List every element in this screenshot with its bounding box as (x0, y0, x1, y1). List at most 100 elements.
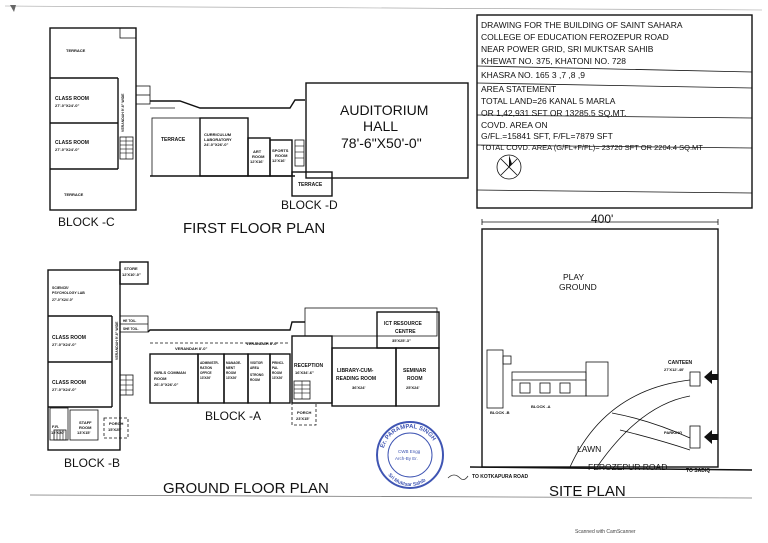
terrace-corner (119, 27, 137, 39)
site-plan: 400' PLAY GROUND BLOCK -B BLOCK -A CANTE… (469, 212, 753, 500)
ict-size: 35'X25'-3" (392, 338, 411, 343)
principal-size: 13'X26' (272, 376, 283, 380)
reception-size: 16'X34'-6" (295, 370, 314, 375)
sports-room (269, 139, 293, 177)
total-land: TOTAL LAND=26 KANAL 5 MARLA (481, 96, 616, 106)
seal-center-2: Arch-By Er. (395, 456, 418, 461)
store-label: STORE (124, 266, 138, 271)
svg-text:Sri Muktsar Sahib: Sri Muktsar Sahib (387, 472, 427, 488)
management-label-1: MANAGE- (226, 361, 241, 365)
canteen-arrow-icon (704, 370, 718, 384)
ground-floor-title: GROUND FLOOR PLAN (163, 480, 329, 497)
class-room-2-label: CLASS ROOM (55, 140, 89, 146)
signature (447, 474, 469, 480)
fr-size: 12'X20' (51, 430, 65, 435)
block-a-label: BLOCK -A (205, 409, 261, 423)
ict-label-1: ICT RESOURCE (384, 321, 422, 327)
site-boundary (481, 228, 719, 468)
admin-label-3: OFFICE (200, 371, 212, 375)
curriculum-size: 24'-0"X26'-0" (204, 142, 228, 147)
she-toilet-label: SHE TOIL. (123, 327, 139, 331)
curriculum-label-1: CURRICULUM (204, 132, 232, 137)
science-lab-label-2: PSYCHOLOGY LAB (52, 291, 85, 295)
class-room-2-size: 27'-0"X24'-0" (55, 147, 79, 152)
canteen-size: 27'X12'-40' (664, 367, 684, 372)
seminar-size: 25'X24' (406, 385, 420, 390)
staff-room (69, 409, 99, 441)
porch-a (291, 402, 317, 426)
block-b-outline (47, 269, 121, 451)
gf-class-room-1: CLASS ROOM (52, 335, 86, 341)
ict-outer (304, 307, 438, 337)
porch-b-size: 15'X25' (108, 427, 122, 432)
staircase-fr (53, 429, 67, 441)
girls-common-label: GIRLS COMMAN (154, 370, 186, 375)
terrace-bottom-label: TERRACE (64, 192, 84, 197)
porch-b (103, 417, 129, 439)
staff-label-2: ROOM (79, 425, 92, 430)
art-room-size: 12'X16' (250, 159, 264, 164)
auditorium-size: 78'-6"X50'-0" (341, 135, 422, 151)
management-label-2: MENT (226, 366, 235, 370)
site-plan-title: SITE PLAN (549, 483, 626, 500)
title-line-2: COLLEGE OF EDUCATION FEROZEPUR ROAD (481, 32, 669, 42)
class-room-1-size: 27'-0"X24'-0" (55, 103, 79, 108)
admin-label-1: ADMINISTR- (200, 361, 219, 365)
first-floor-title: FIRST FLOOR PLAN (183, 220, 325, 237)
management-size: 13'X26' (226, 376, 237, 380)
site-block-b: BLOCK -B (490, 410, 510, 415)
north-compass-icon (496, 154, 522, 180)
principal-label-2: PAL (272, 366, 278, 370)
parking-block (689, 425, 701, 449)
visitor-label-1: VISITOR (250, 361, 263, 365)
corridor-top-wall (150, 99, 305, 109)
seminar-room (395, 347, 440, 407)
principal-label-3: ROOM (272, 371, 282, 375)
verandah-c-label: VERANDAH 9'-6" WIDE (121, 93, 125, 132)
art-room-label: ART (253, 149, 262, 154)
seminar-label-1: SEMINAR (403, 368, 426, 374)
fr-label: F.R. (52, 424, 59, 429)
first-floor-plan: TERRACE CLASS ROOM 27'-0"X24'-0" CLASS R… (49, 27, 469, 237)
sports-room-label: SPORTS (272, 148, 289, 153)
lawn-label: LAWN (577, 444, 601, 454)
block-d-label: BLOCK -D (281, 198, 338, 212)
store-room (119, 261, 149, 285)
sheet-bottom-edge (29, 494, 753, 499)
girls-common-label-2: ROOM (154, 376, 167, 381)
total-land-alt: OR 1,42,931 SFT OR 13285.5 SQ.MT. (481, 108, 626, 118)
parking-arrow-icon (704, 430, 718, 444)
staircase-c (119, 136, 134, 160)
staircase-a (293, 380, 311, 400)
seal-ring-bottom: Sri Muktsar Sahib (387, 472, 427, 488)
site-dimension: 400' (591, 212, 613, 226)
terrace-mid-label: TERRACE (161, 137, 186, 143)
khewat-line: KHEWAT NO. 375, KHATONI NO. 728 (481, 56, 626, 66)
site-buildings (486, 349, 609, 409)
area-heading: AREA STATEMENT (481, 84, 556, 94)
curriculum-lab (199, 117, 249, 177)
porch-b-label: PORCH (109, 421, 124, 426)
khasra-line: KHASRA NO. 165 3 ,7 ,8 ,9 (481, 70, 585, 80)
block-b-label: BLOCK -B (64, 456, 120, 470)
ground-floor-plan: STORE 12'X10'-0" SCIENCE/ PSYCHOLOGY LAB… (47, 261, 440, 497)
gf-class-room-2-size: 27'-0"X24'-0" (52, 387, 76, 392)
verandah-a1-label: VERANDAH 8'-0" (175, 346, 208, 351)
management-label-3: ROOM (226, 371, 236, 375)
sports-room-size: 12'X16' (272, 158, 286, 163)
title-line-1: DRAWING FOR THE BUILDING OF SAINT SAHARA (481, 20, 683, 30)
covd-floors: G/FL.=15841 SFT, F/FL=7879 SFT (481, 131, 613, 141)
principal-room (269, 353, 291, 404)
curriculum-label-2: LABORATORY (204, 137, 232, 142)
principal-label-1: PRINCI- (272, 361, 284, 365)
auditorium-hall (305, 82, 469, 179)
strong-room-label-1: STRONG (250, 373, 264, 377)
he-toilet-label: HE TOIL. (123, 319, 137, 323)
admin-size: 13'X26' (200, 376, 211, 380)
site-block-a: BLOCK -A (531, 404, 551, 409)
admin-label-2: RATION (200, 366, 213, 370)
gf-class-room-1-size: 27'-0"X24'-0" (52, 342, 76, 347)
visitor-label-2: AREA (250, 366, 260, 370)
play-ground-label-1: PLAY (563, 272, 584, 282)
